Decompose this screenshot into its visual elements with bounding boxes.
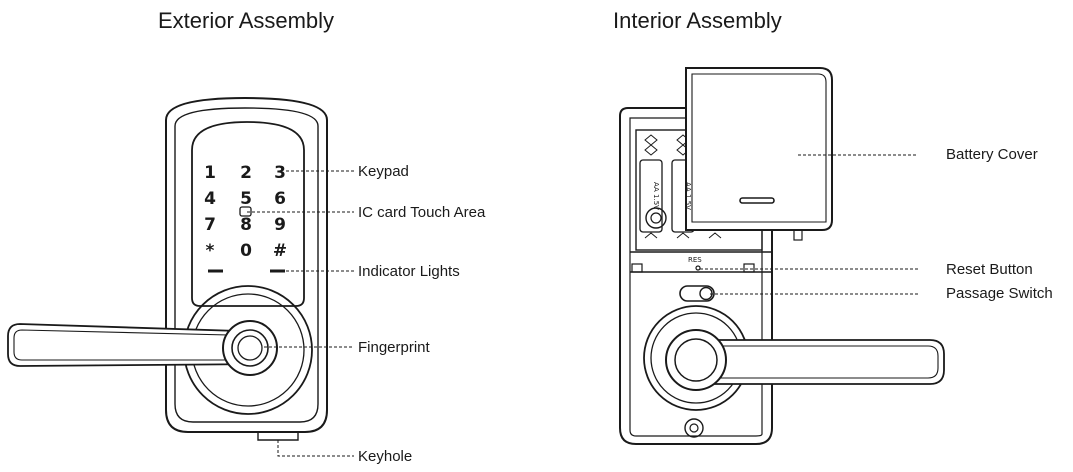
interior-lever [690, 339, 945, 385]
keypad-panel [191, 121, 305, 307]
keypad-keys: 1 2 3 4 5 6 7 8 9 * 0 # [204, 163, 287, 261]
exterior-leaders [247, 170, 354, 457]
key-8: 8 [240, 215, 252, 235]
callout-reset-button: Reset Button [946, 261, 1033, 278]
battery-left-label: AA 1.5V [652, 182, 660, 210]
key-5: 5 [240, 189, 252, 209]
key-7: 7 [204, 215, 216, 235]
key-1: 1 [204, 163, 216, 183]
callout-passage-switch: Passage Switch [946, 285, 1053, 302]
battery-left [639, 159, 663, 233]
ic-card-icon [239, 206, 252, 217]
key-4: 4 [204, 189, 216, 209]
interior-title: Interior Assembly [613, 8, 782, 33]
callout-ic-card: IC card Touch Area [358, 204, 486, 221]
fingerprint-sensor [231, 329, 269, 367]
key-2: 2 [240, 163, 252, 183]
key-0: 0 [240, 241, 252, 261]
callout-fingerprint: Fingerprint [358, 339, 430, 356]
res-label: RES [688, 256, 702, 264]
exterior-escutcheon [165, 96, 328, 433]
callout-keyhole: Keyhole [358, 448, 413, 465]
interior-small-labels: RES AA 1.5V AA 1.5V [652, 182, 702, 264]
interior-lock [619, 67, 945, 445]
exterior-lock [7, 96, 328, 433]
keyhole [257, 432, 299, 441]
key-3: 3 [274, 163, 286, 183]
battery-right-label: AA 1.5V [684, 182, 692, 210]
key-star: * [206, 241, 215, 261]
passage-switch [679, 285, 715, 302]
key-hash: # [273, 241, 287, 261]
key-6: 6 [274, 189, 286, 209]
exterior-title: Exterior Assembly [158, 8, 335, 33]
interior-leaders [700, 154, 918, 295]
callout-battery-cover: Battery Cover [946, 146, 1038, 163]
reset-button [695, 265, 701, 271]
battery-cover [685, 67, 833, 231]
callout-keypad: Keypad [358, 163, 409, 180]
key-9: 9 [274, 215, 286, 235]
callout-indicator-lights: Indicator Lights [358, 263, 460, 280]
